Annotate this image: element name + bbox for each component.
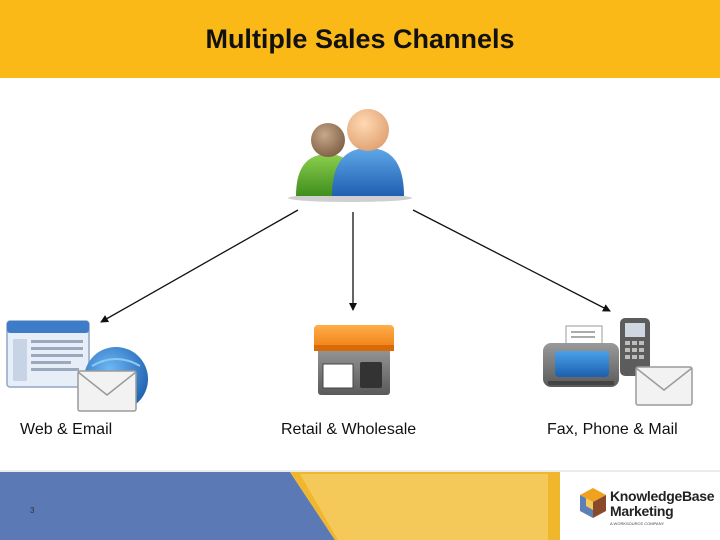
logo-cube-icon [580, 488, 606, 518]
logo-line1: KnowledgeBase [610, 488, 715, 504]
storefront-icon [314, 325, 394, 395]
logo-tagline: A WORKSOURCE COMPANY [610, 521, 665, 526]
slide-title: Multiple Sales Channels [205, 24, 515, 54]
channel-label-retail-wholesale: Retail & Wholesale [281, 421, 417, 438]
channel-label-web-email: Web & Email [20, 421, 113, 438]
connector-arrows [100, 209, 611, 323]
arrow-to-fax [412, 209, 611, 312]
header-bar [0, 0, 720, 78]
page-number: 3 [30, 506, 35, 515]
channel-label-fax-phone-mail: Fax, Phone & Mail [547, 421, 678, 438]
web-email-icon [6, 320, 148, 412]
logo-line2: Marketing [610, 503, 674, 519]
company-logo: KnowledgeBase Marketing A WORKSOURCE COM… [578, 484, 715, 534]
customers-icon [288, 109, 412, 202]
fax-phone-mail-icon [543, 318, 693, 406]
logo-wordmark: KnowledgeBase Marketing [610, 488, 715, 519]
arrow-to-web [100, 209, 299, 323]
